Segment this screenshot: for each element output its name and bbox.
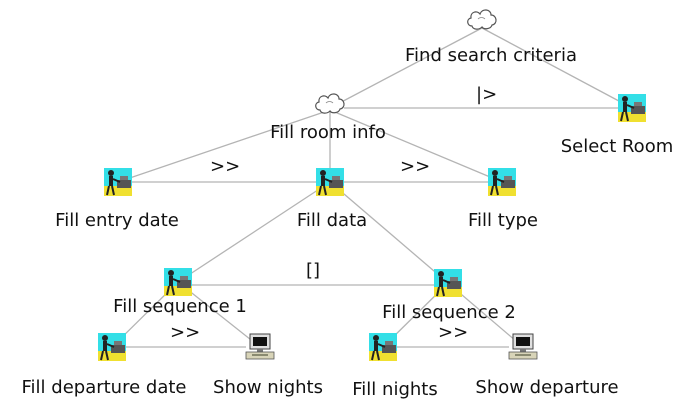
operator-room-select: |> [476,84,497,105]
edge-find-room [329,27,483,109]
node-label: Fill nights [352,379,437,400]
user-task-icon [163,267,193,297]
cloud-icon [467,9,497,30]
node-find-search-criteria[interactable]: Find search criteria [405,9,577,66]
operator-seq1: >> [170,322,200,343]
operator-entry-data: >> [210,156,240,177]
user-task-icon [368,332,398,362]
node-fill-type[interactable]: Fill type [468,167,538,231]
operator-seq2: >> [438,322,468,343]
user-task-icon [487,167,517,197]
node-label: Fill departure date [22,377,187,398]
user-task-icon [97,332,127,362]
node-show-nights[interactable]: Show nights [213,333,323,398]
node-label: Show departure [475,377,618,398]
node-label: Show nights [213,377,323,398]
operator-seq-choice: [] [306,260,320,281]
node-label: Fill sequence 1 [113,296,247,317]
node-fill-sequence-1[interactable]: Fill sequence 1 [113,267,247,317]
node-fill-data[interactable]: Fill data [297,167,367,231]
node-label: Fill room info [270,122,386,143]
node-fill-sequence-2[interactable]: Fill sequence 2 [382,268,516,323]
node-label: Find search criteria [405,45,577,66]
user-task-icon [617,93,647,123]
node-label: Fill data [297,210,367,231]
operator-lines [126,107,618,348]
node-fill-nights[interactable]: Fill nights [352,332,438,400]
node-fill-departure-date[interactable]: Fill departure date [22,332,187,398]
node-label: Select Room [561,136,674,157]
computer-icon [245,333,275,360]
operator-labels: |> >> >> [] >> >> [170,84,497,343]
edge-data-seq1 [177,181,331,283]
cloud-icon [315,93,345,114]
node-label: Fill type [468,210,538,231]
node-label: Fill sequence 2 [382,302,516,323]
edge-find-select [481,27,633,109]
node-fill-entry-date[interactable]: Fill entry date [55,167,179,231]
node-label: Fill entry date [55,210,179,231]
edge-room-type [329,109,503,183]
user-task-icon [433,268,463,298]
edge-room-entry [117,109,331,183]
node-show-departure[interactable]: Show departure [475,333,619,398]
user-task-icon [315,167,345,197]
edge-data-seq2 [329,181,449,284]
node-fill-room-info[interactable]: Fill room info [270,93,386,143]
operator-data-type: >> [400,156,430,177]
node-select-room[interactable]: Select Room [561,93,674,157]
computer-icon [508,333,538,360]
user-task-icon [103,167,133,197]
